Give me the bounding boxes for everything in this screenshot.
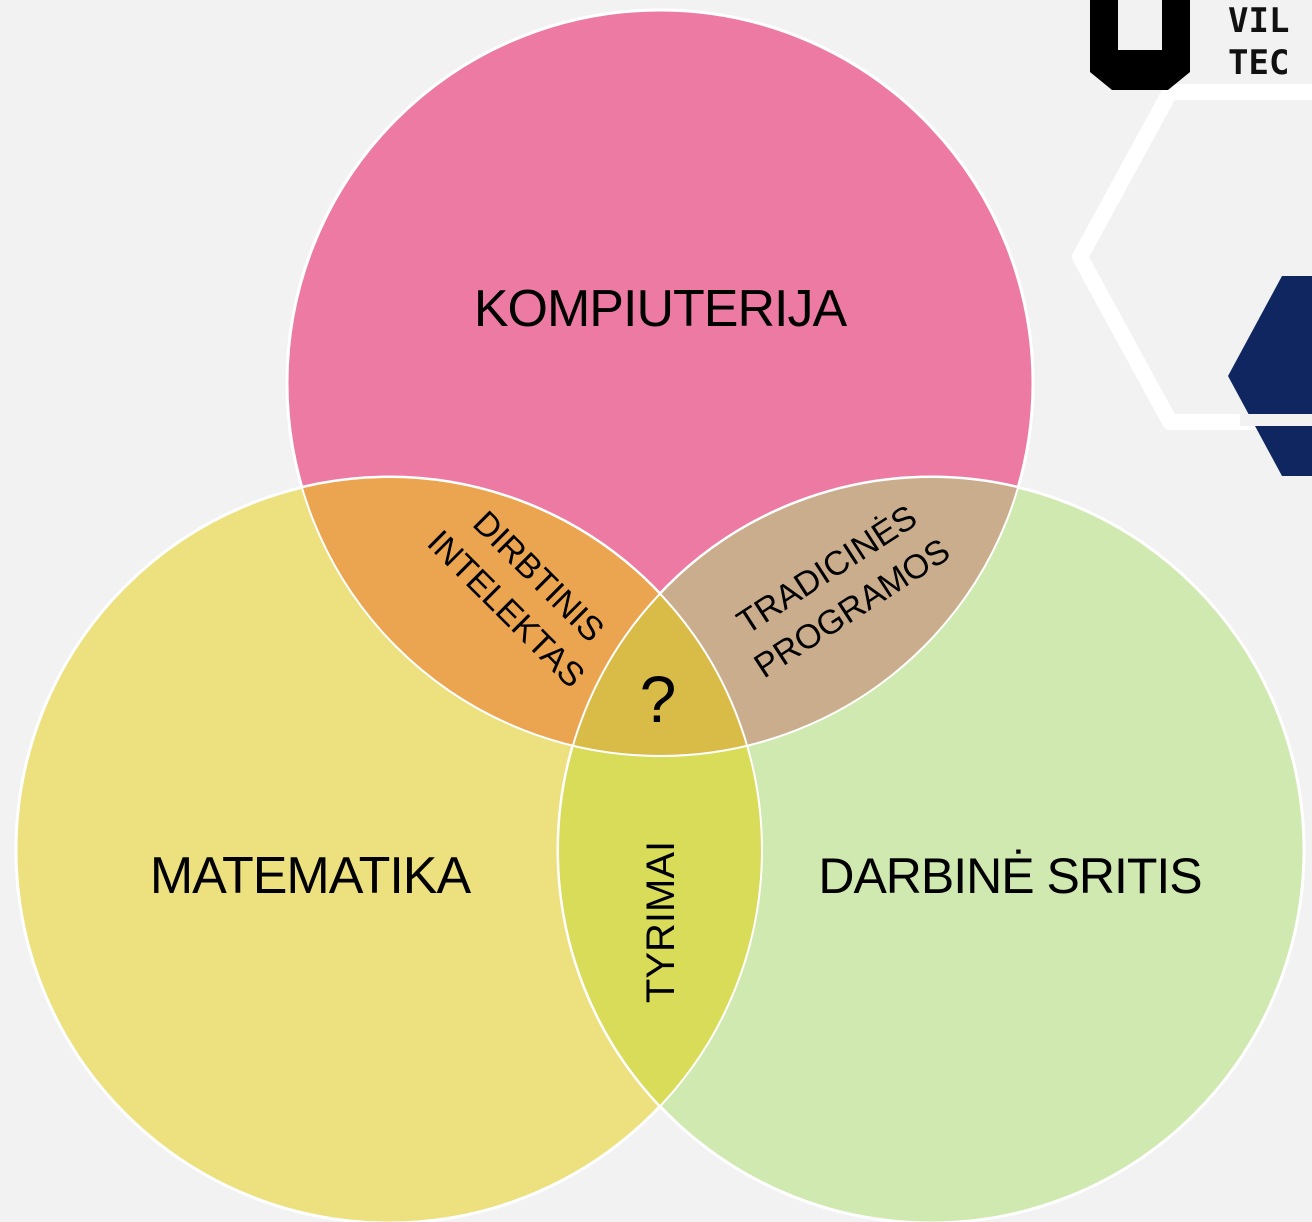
label-matematika: MATEMATIKA bbox=[150, 847, 472, 905]
hexagon-filled bbox=[1228, 276, 1312, 476]
logo-text-line-1: VIL bbox=[1228, 1, 1289, 41]
logo-text-line-2: TEC bbox=[1228, 43, 1289, 83]
label-question-mark: ? bbox=[640, 662, 677, 736]
hexagon-divider bbox=[1240, 414, 1312, 426]
circle-outline-left bbox=[15, 476, 763, 1222]
logo-mark-icon bbox=[1090, 0, 1190, 90]
logo: VIL TEC bbox=[1090, 0, 1289, 90]
intersection-top-left bbox=[287, 477, 762, 756]
label-darbine-sritis: DARBINĖ SRITIS bbox=[818, 848, 1201, 904]
hexagon-decoration bbox=[1072, 84, 1312, 476]
circle-outline-right bbox=[557, 476, 1305, 1222]
label-kompiuterija: KOMPIUTERIJA bbox=[474, 280, 848, 338]
label-tyrimai: TYRIMAI bbox=[639, 841, 683, 1003]
circle-outline-top bbox=[286, 9, 1034, 757]
intersection-top-right bbox=[558, 477, 1033, 756]
hexagon-outline bbox=[1072, 84, 1312, 430]
